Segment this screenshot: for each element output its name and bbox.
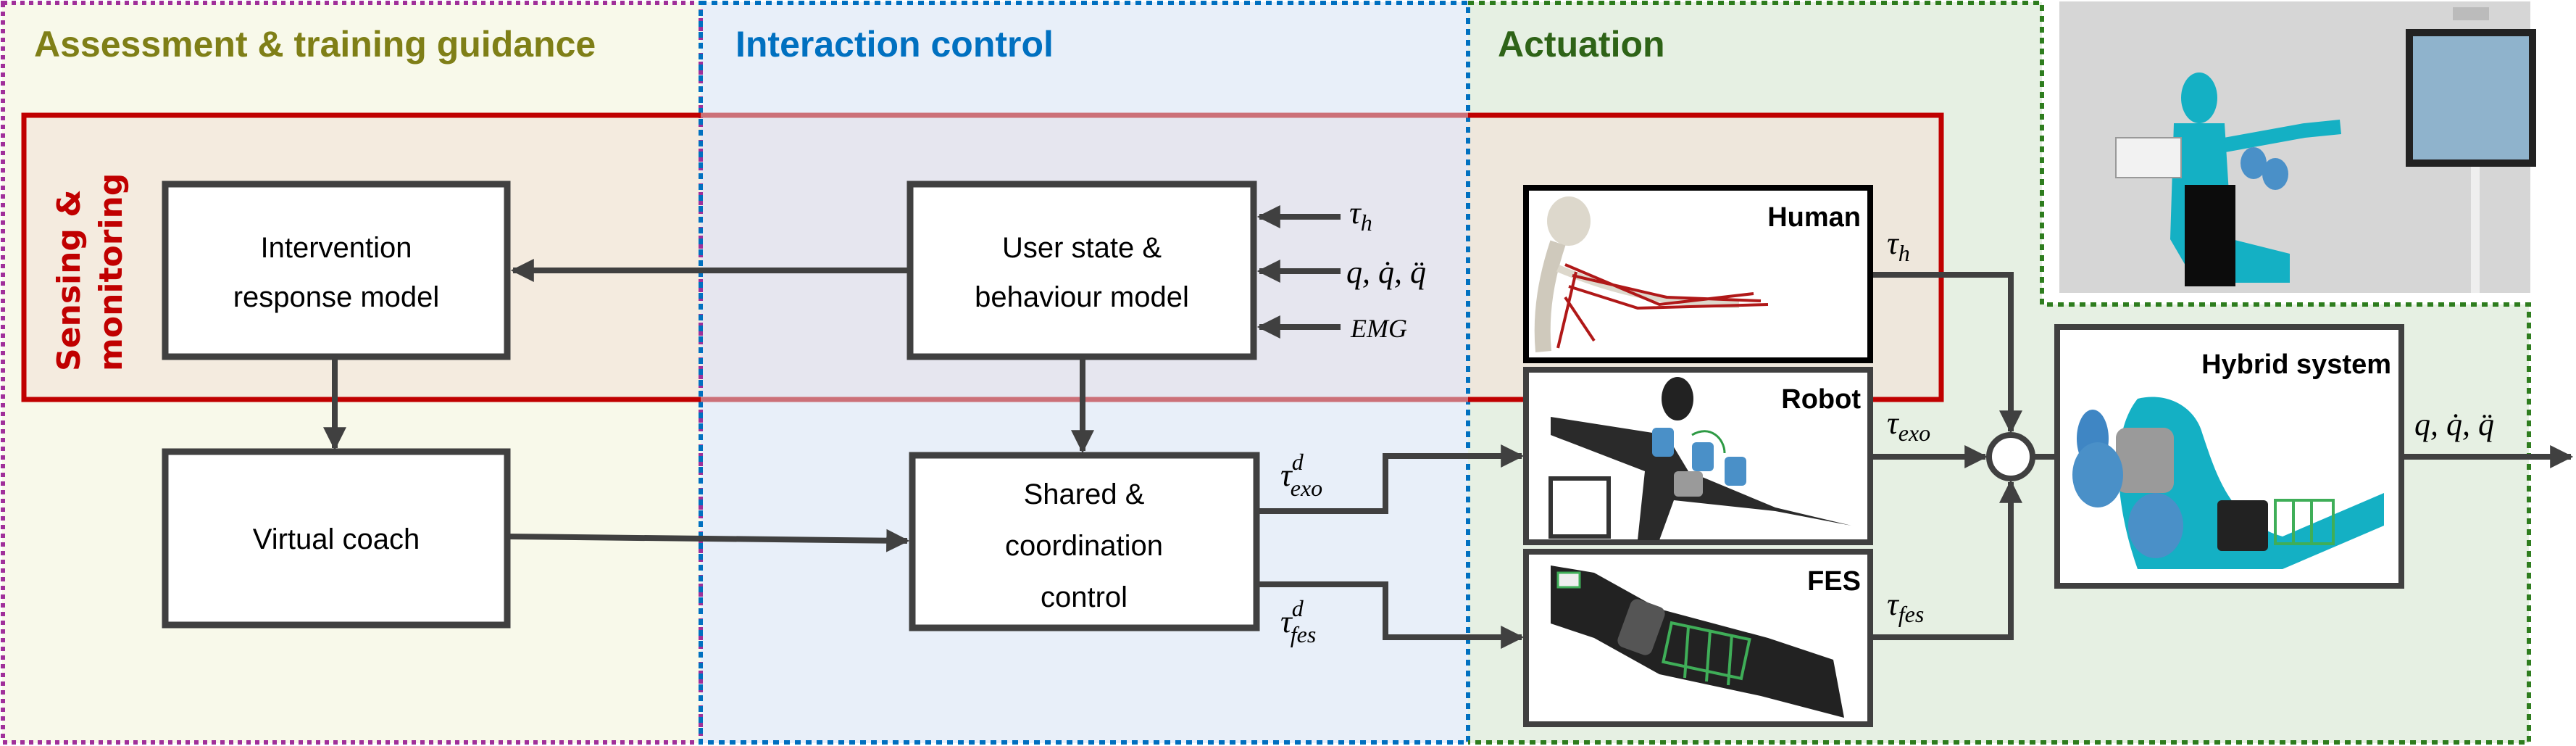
shared-label-1: Shared & <box>1024 478 1145 510</box>
hybrid-system-panel[interactable]: Hybrid system <box>2054 324 2404 589</box>
sensing-label: Sensing & monitoring <box>51 173 130 371</box>
interaction-title: Interaction control <box>735 24 1054 65</box>
sensing-label-line2: monitoring <box>93 173 130 371</box>
hybrid-system-image <box>2072 397 2384 569</box>
tau-exo-label: τexo <box>1887 405 1930 446</box>
intervention-label-2: response model <box>233 281 440 313</box>
skeleton-image <box>1534 196 1769 352</box>
fes-label: FES <box>1807 566 1861 597</box>
hybrid-system-label: Hybrid system <box>2201 349 2391 380</box>
emg-input-label: EMG <box>1350 314 1407 343</box>
output-kinematics-label: q, q̇, q̈ <box>2414 407 2494 442</box>
arrow-coach-to-shared <box>507 529 910 552</box>
assessment-border <box>1 1 703 745</box>
fes-panel[interactable]: FES <box>1523 549 1873 727</box>
user-state-block[interactable]: User state & behaviour model <box>906 181 1257 360</box>
arrow-tau-fes <box>1870 479 2022 640</box>
connections <box>323 205 2574 649</box>
robot-panel[interactable]: Robot <box>1523 367 1873 545</box>
tau-h-input-label: τh <box>1349 195 1372 236</box>
arrow-tau-fes-cmd <box>1256 581 1525 649</box>
shared-label-2: coordination <box>1005 530 1163 562</box>
interaction-border <box>699 1 1470 745</box>
user-state-label-2: behaviour model <box>975 281 1189 313</box>
fes-arm-image <box>1551 565 1844 718</box>
kinematics-input-label: q, q̇, q̈ <box>1346 254 1426 290</box>
shared-label-3: control <box>1041 581 1127 613</box>
actuation-border <box>1468 1 2531 745</box>
actuation-title: Actuation <box>1498 24 1665 65</box>
virtual-coach-block[interactable]: Virtual coach <box>162 448 511 629</box>
setup-photo <box>2059 1 2536 293</box>
arrow-tau-h <box>1870 272 2022 434</box>
robot-label: Robot <box>1781 384 1861 415</box>
user-state-label-1: User state & <box>1002 232 1162 264</box>
shared-control-block[interactable]: Shared & coordination control <box>909 452 1260 631</box>
virtual-coach-label: Virtual coach <box>253 523 420 555</box>
human-label: Human <box>1767 202 1861 233</box>
sensing-border-left <box>21 112 701 402</box>
arrow-tau-exo-cmd <box>1256 444 1525 514</box>
summing-junction <box>1986 432 2035 481</box>
intervention-label-1: Intervention <box>260 232 412 264</box>
tau-h-label: τh <box>1887 225 1910 266</box>
human-panel[interactable]: Human <box>1523 185 1873 363</box>
exoskeleton-image <box>1548 377 1851 540</box>
sensing-label-line1: Sensing & <box>51 189 88 371</box>
tau-fes-label: τfes <box>1887 587 1924 627</box>
assessment-title: Assessment & training guidance <box>34 24 596 65</box>
intervention-block[interactable]: Intervention response model <box>162 181 511 360</box>
